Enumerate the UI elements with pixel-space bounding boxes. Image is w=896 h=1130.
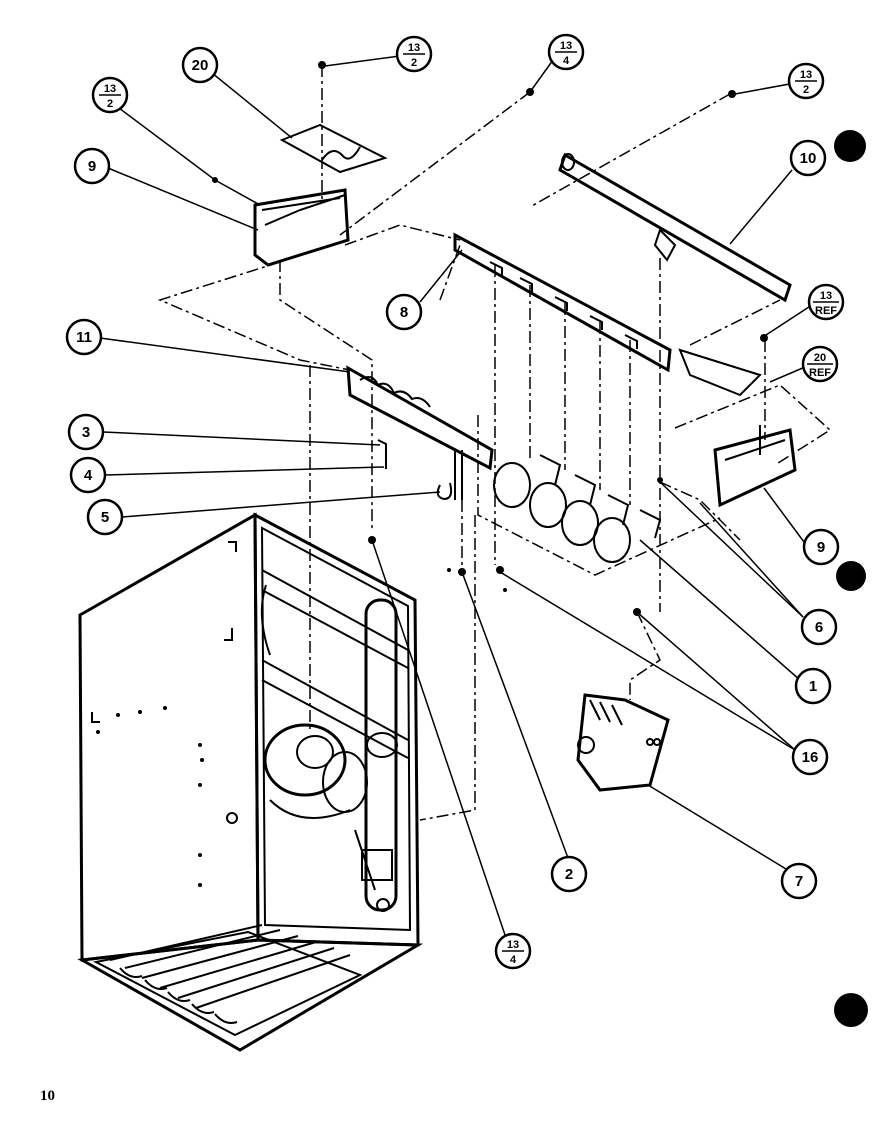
leader-lines	[99, 55, 813, 936]
callout-num: 13	[507, 939, 519, 951]
callout-den: 4	[563, 55, 570, 67]
callout-3: 3	[67, 413, 105, 451]
callout-13-2: 13 2	[787, 62, 825, 100]
binder-hole-top	[834, 130, 866, 162]
callout-1: 1	[794, 667, 832, 705]
callout-7: 7	[780, 862, 818, 900]
upper-assembly	[253, 123, 797, 792]
callout-4: 4	[69, 456, 107, 494]
callout-label: 7	[795, 873, 803, 890]
callout-num: 13	[104, 83, 116, 95]
binder-hole-bottom	[834, 993, 868, 1027]
callout-den: 2	[411, 57, 417, 69]
callout-16: 16	[791, 738, 829, 776]
callout-6: 6	[800, 608, 838, 646]
callout-20: 20	[181, 46, 219, 84]
callout-den: 2	[107, 98, 113, 110]
assembly-guide-lines	[157, 65, 832, 821]
callout-label: 16	[802, 749, 819, 766]
callout-8: 8	[385, 293, 423, 331]
callout-den: 2	[803, 84, 809, 96]
callout-13-ref: 13 REF	[807, 283, 845, 321]
callout-label: 2	[565, 866, 573, 883]
cabinet-dots	[96, 706, 204, 887]
callout-10: 10	[789, 139, 827, 177]
callout-9: 9	[73, 147, 111, 185]
callout-13-2: 13 2	[395, 35, 433, 73]
callout-11: 11	[65, 318, 103, 356]
callout-13-4: 13 4	[494, 932, 532, 970]
callout-label: 11	[76, 329, 92, 346]
binder-hole-middle	[836, 561, 866, 591]
callout-13-4: 13 4	[547, 33, 585, 71]
callout-label: 5	[101, 509, 109, 526]
callout-den: REF	[809, 367, 831, 379]
callout-13-2: 13 2	[91, 76, 129, 114]
callout-5: 5	[86, 498, 124, 536]
callout-label: 10	[800, 150, 817, 167]
callout-label: 3	[82, 424, 90, 441]
callout-label: 9	[817, 539, 825, 556]
callout-num: 13	[800, 69, 812, 81]
callout-label: 20	[192, 57, 209, 74]
callout-num: 13	[820, 290, 832, 302]
callout-20-ref: 20 REF	[801, 345, 839, 383]
fastener-dots	[212, 61, 768, 616]
callout-label: 1	[809, 678, 817, 695]
callout-label: 8	[400, 304, 408, 321]
callout-label: 4	[84, 467, 93, 484]
callout-label: 9	[88, 158, 96, 175]
callout-den: REF	[815, 305, 837, 317]
page-number: 10	[40, 1088, 55, 1104]
callout-num: 13	[560, 40, 572, 52]
callout-num: 20	[814, 352, 826, 364]
cabinet-assembly	[77, 512, 424, 1052]
callout-9: 9	[802, 528, 840, 566]
callout-label: 6	[815, 619, 823, 636]
callout-2: 2	[550, 855, 588, 893]
callout-num: 13	[408, 42, 420, 54]
callout-den: 4	[510, 954, 517, 966]
